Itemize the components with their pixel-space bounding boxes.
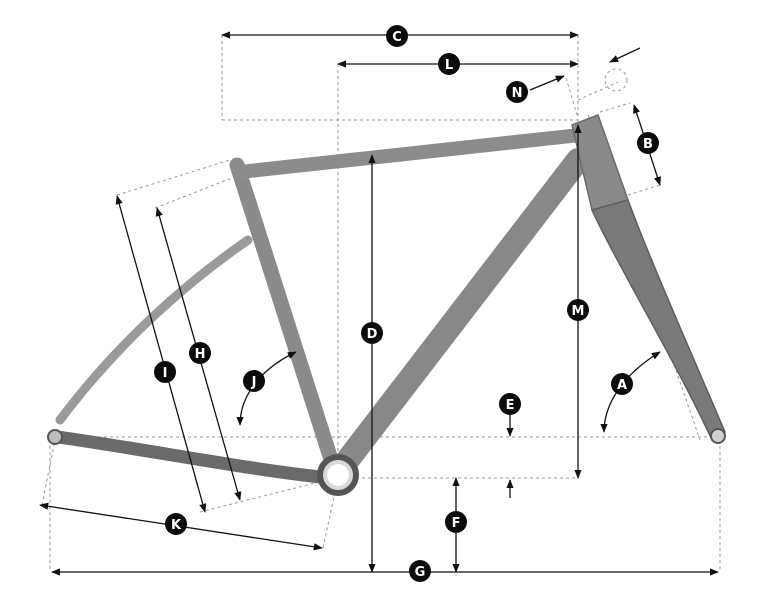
head-tube bbox=[571, 114, 629, 211]
seat-tube bbox=[229, 157, 343, 480]
svg-text:M: M bbox=[572, 304, 585, 319]
svg-text:N: N bbox=[512, 86, 523, 101]
label-n: N bbox=[506, 81, 528, 103]
svg-text:I: I bbox=[163, 366, 168, 381]
top-tube bbox=[233, 128, 587, 179]
svg-text:G: G bbox=[415, 565, 426, 580]
label-a: A bbox=[611, 373, 633, 395]
label-i: I bbox=[154, 361, 176, 383]
label-d: D bbox=[361, 322, 383, 344]
fork bbox=[590, 199, 726, 442]
svg-text:H: H bbox=[195, 347, 206, 362]
label-f: F bbox=[445, 511, 467, 533]
label-g: G bbox=[409, 560, 431, 582]
label-m: M bbox=[567, 299, 589, 321]
svg-text:K: K bbox=[171, 518, 182, 533]
label-k: K bbox=[165, 513, 187, 535]
label-c: C bbox=[386, 25, 408, 47]
svg-text:B: B bbox=[643, 137, 653, 152]
svg-text:E: E bbox=[506, 398, 515, 413]
svg-text:J: J bbox=[251, 375, 257, 390]
svg-text:L: L bbox=[445, 58, 453, 73]
down-tube bbox=[328, 148, 590, 482]
dimension-lines bbox=[39, 31, 719, 576]
front-dropout bbox=[710, 428, 726, 444]
svg-text:F: F bbox=[452, 516, 461, 531]
label-h: H bbox=[189, 342, 211, 364]
label-e: E bbox=[499, 393, 521, 415]
construction-lines bbox=[41, 35, 721, 570]
svg-text:C: C bbox=[392, 30, 402, 45]
label-b: B bbox=[637, 132, 659, 154]
svg-text:A: A bbox=[617, 378, 627, 393]
label-l: L bbox=[438, 53, 460, 75]
rear-dropout bbox=[47, 429, 63, 445]
label-j: J bbox=[243, 370, 265, 392]
svg-text:D: D bbox=[367, 327, 378, 342]
bike-frame bbox=[47, 114, 726, 496]
